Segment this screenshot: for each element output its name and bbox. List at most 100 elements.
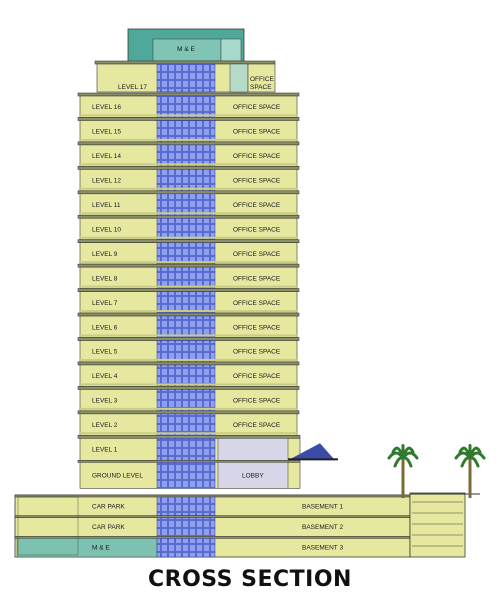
floor-trim [80, 163, 297, 166]
floor-slab [77, 190, 300, 195]
core-segment [156, 438, 216, 461]
core-segment [156, 364, 216, 387]
floor-slab [14, 536, 411, 539]
core-segment [156, 538, 216, 558]
space-label: OFFICE SPACE [233, 275, 281, 282]
floor-slab [77, 410, 300, 415]
core-segment [156, 340, 216, 363]
floor-slab [77, 312, 300, 317]
palm-trunk [401, 458, 405, 498]
floor-slab [77, 239, 300, 243]
palm-trunk [468, 458, 472, 498]
lobby-void-upper [217, 438, 289, 461]
palm-frond [468, 456, 480, 468]
ramp-block [409, 492, 466, 558]
palm-tree-right [454, 444, 486, 498]
core-segment [156, 496, 216, 516]
core-segment [156, 218, 216, 240]
space-label: OFFICE SPACE [233, 373, 281, 380]
floor-trim [80, 261, 297, 264]
level-label: LEVEL 17 [118, 84, 147, 91]
level-label: LEVEL 15 [92, 129, 121, 136]
space-label: OFFICE SPACE [233, 226, 281, 233]
basement-left-label: CAR PARK [92, 503, 125, 510]
core-segment [156, 63, 216, 93]
level-label: LEVEL 1 [92, 446, 118, 453]
floor-trim [80, 334, 297, 337]
mne-room [16, 538, 158, 558]
level-label: LEVEL 2 [92, 422, 118, 429]
canopy-edge [288, 458, 338, 461]
level-label: LEVEL 12 [92, 178, 121, 185]
core-segment [156, 389, 216, 412]
floor-slab [77, 434, 301, 439]
floor-slab [77, 288, 300, 292]
level-label: LEVEL 16 [92, 104, 121, 111]
retaining-wall [17, 496, 79, 556]
basement-right-label: BASEMENT 3 [302, 545, 343, 552]
floor-trim [80, 138, 297, 141]
floor-trim [80, 114, 297, 117]
basement-right-label: BASEMENT 1 [302, 503, 343, 510]
core-segment [156, 266, 216, 289]
basement-left-label: CAR PARK [92, 524, 125, 531]
floor-trim [80, 407, 297, 410]
level-label: LEVEL 3 [92, 398, 118, 405]
space-label: OFFICE SPACE [233, 153, 281, 160]
level-label: LEVEL 7 [92, 300, 118, 307]
floor-trim [80, 358, 297, 361]
level-label: LEVEL 6 [92, 324, 118, 331]
space-label: OFFICE SPACE [233, 422, 281, 429]
floor-trim [80, 310, 297, 313]
basement-right-label: BASEMENT 2 [302, 524, 343, 531]
floor-slab [77, 92, 300, 97]
basement-left-label: M & E [92, 545, 110, 552]
space-label: OFFICE [250, 76, 274, 83]
core-segment [156, 193, 216, 216]
floor-slab [77, 337, 300, 341]
building-section [14, 28, 486, 558]
level-label: LEVEL 14 [92, 153, 121, 160]
palm-frond [401, 456, 413, 468]
stair-panel [229, 63, 249, 93]
floor-slab [77, 386, 300, 390]
space-label: OFFICE SPACE [233, 324, 281, 331]
lobby-label: LOBBY [242, 472, 264, 479]
entrance-canopy [288, 443, 335, 461]
space-label: OFFICE SPACE [233, 178, 281, 185]
floor-slab [77, 361, 300, 366]
core-segment [156, 517, 216, 537]
floor-trim [80, 383, 297, 386]
level-label: LEVEL 9 [92, 251, 118, 258]
floor-slab [77, 141, 300, 146]
floor-slab [77, 214, 300, 219]
space-label: OFFICE SPACE [233, 129, 281, 136]
space-label: OFFICE SPACE [233, 104, 281, 111]
core-segment [156, 413, 216, 436]
space-label: OFFICE SPACE [233, 202, 281, 209]
floor-slab [77, 166, 300, 170]
level-label: LEVEL 11 [92, 202, 121, 209]
roof-label: M & E [177, 46, 195, 53]
space-label: OFFICE SPACE [233, 300, 281, 307]
lobby-block [217, 462, 289, 489]
space-label: OFFICE SPACE [233, 349, 281, 356]
core-segment [156, 120, 216, 143]
core-segment [156, 291, 216, 314]
level-label: LEVEL 8 [92, 275, 118, 282]
level-label: GROUND LEVEL [92, 472, 143, 479]
level-label: LEVEL 4 [92, 373, 118, 380]
core-segment [156, 242, 216, 265]
core-segment [156, 462, 216, 489]
space-label: OFFICE SPACE [233, 398, 281, 405]
level-label: LEVEL 10 [92, 226, 121, 233]
floor-slab [94, 60, 276, 65]
floor-trim [80, 212, 297, 215]
roof-glass [220, 38, 242, 62]
space-label: OFFICE SPACE [233, 251, 281, 258]
diagram-title: CROSS SECTION [148, 567, 352, 592]
level-label: LEVEL 5 [92, 349, 118, 356]
floor-slab [77, 117, 300, 121]
